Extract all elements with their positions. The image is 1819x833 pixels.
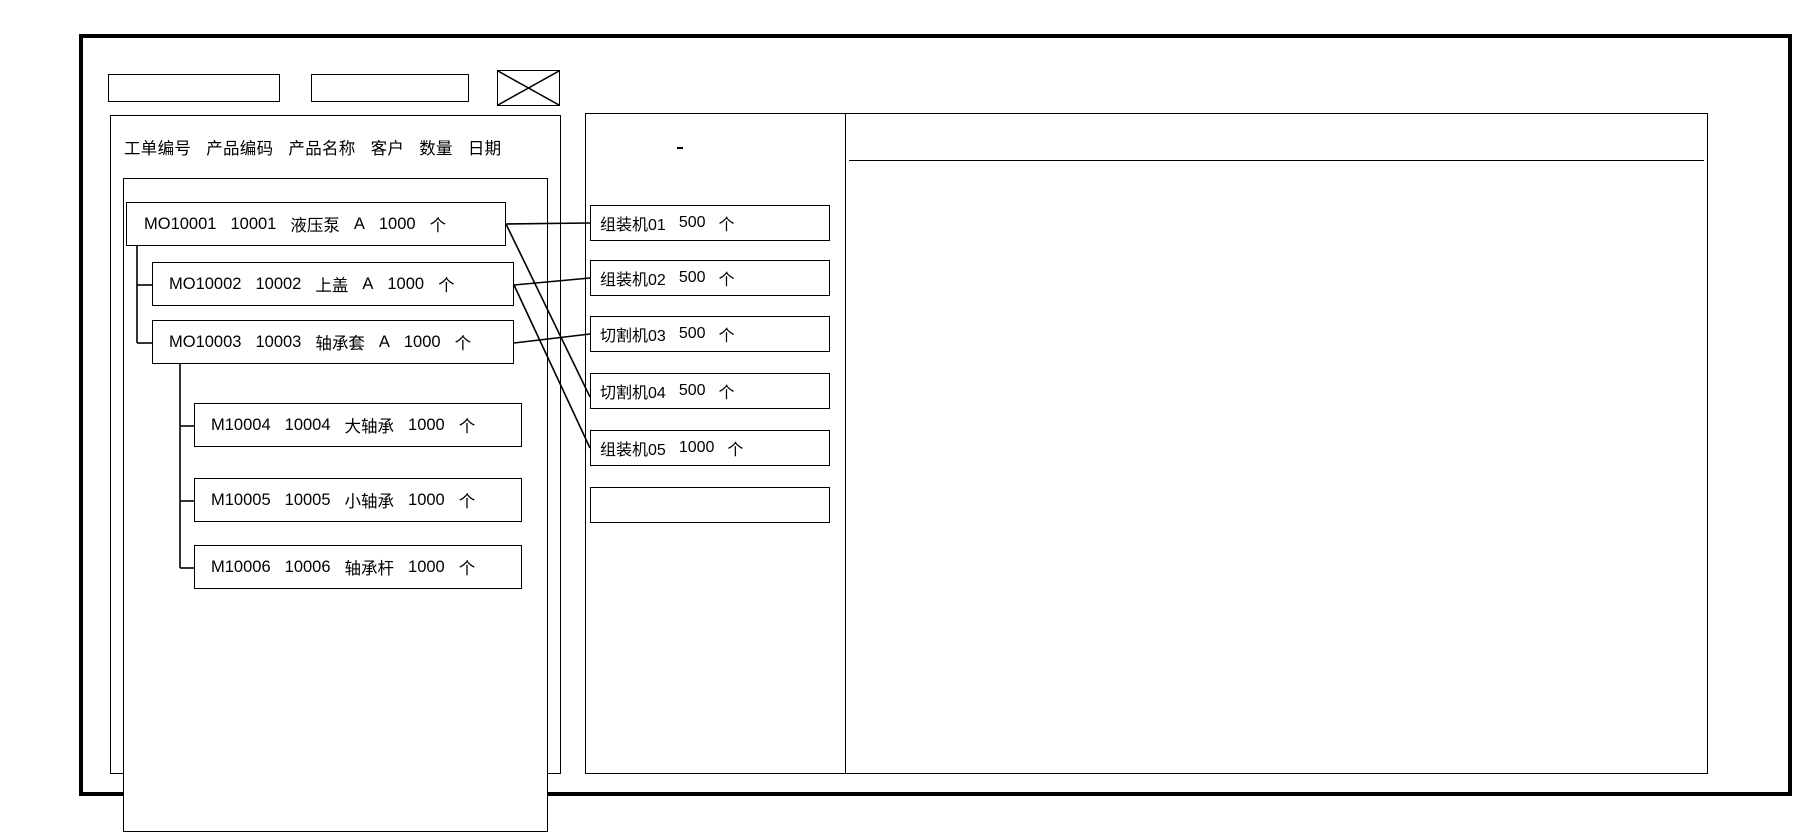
node-unit: 个 — [458, 418, 476, 436]
column-header-product-name: 产品名称 — [288, 140, 356, 158]
node-qty: 1000 — [408, 557, 445, 576]
node-order-no: M10006 — [211, 557, 271, 576]
node-qty: 1000 — [408, 490, 445, 509]
machine-list-item[interactable]: 切割机04 500 个 — [590, 373, 830, 409]
node-product-name: 轴承杆 — [344, 560, 395, 578]
column-header-qty: 数量 — [419, 140, 453, 158]
machine-list-item-empty[interactable] — [590, 487, 830, 523]
machine-name: 组装机01 — [600, 217, 666, 234]
node-product-code: 10004 — [284, 415, 331, 434]
node-qty: 1000 — [387, 274, 425, 293]
machine-list-item[interactable]: 切割机03 500 个 — [590, 316, 830, 352]
node-qty: 1000 — [408, 415, 445, 434]
work-order-column-headers: 工单编号 产品编码 产品名称 客户 数量 日期 — [111, 130, 560, 164]
machine-unit: 个 — [718, 328, 735, 345]
tree-node-row[interactable]: M10005 10005 小轴承 1000 个 — [194, 478, 522, 522]
machine-list-item[interactable]: 组装机05 1000 个 — [590, 430, 830, 466]
tree-node-row[interactable]: MO10002 10002 上盖 A 1000 个 — [152, 262, 514, 306]
toolbar-field-2[interactable] — [311, 74, 469, 102]
tree-node-row[interactable]: M10004 10004 大轴承 1000 个 — [194, 403, 522, 447]
node-order-no: M10004 — [211, 415, 271, 434]
node-customer: A — [353, 214, 365, 233]
node-qty: 1000 — [378, 214, 416, 233]
machine-qty: 500 — [678, 214, 706, 231]
machine-name: 切割机03 — [600, 328, 666, 345]
node-product-name: 轴承套 — [315, 335, 365, 353]
detail-panel-header — [849, 117, 1704, 161]
machine-name: 切割机04 — [600, 385, 666, 402]
machine-list-item[interactable]: 组装机01 500 个 — [590, 205, 830, 241]
image-placeholder-icon[interactable] — [497, 70, 560, 106]
machine-qty: 500 — [678, 269, 706, 286]
node-order-no: MO10001 — [144, 214, 217, 233]
node-product-name: 液压泵 — [290, 217, 340, 235]
node-customer: A — [362, 274, 374, 293]
column-header-order-no: 工单编号 — [124, 140, 192, 158]
node-product-name: 小轴承 — [344, 493, 395, 511]
node-product-name: 上盖 — [315, 277, 349, 295]
machine-unit: 个 — [718, 217, 735, 234]
machine-list-item[interactable]: 组装机02 500 个 — [590, 260, 830, 296]
node-unit: 个 — [458, 560, 476, 578]
image-placeholder-cross — [498, 71, 559, 105]
toolbar-field-1[interactable] — [108, 74, 280, 102]
node-unit: 个 — [438, 277, 455, 295]
tree-node-row[interactable]: MO10003 10003 轴承套 A 1000 个 — [152, 320, 514, 364]
node-product-code: 10002 — [255, 274, 302, 293]
node-customer: A — [378, 332, 390, 351]
machine-qty: 500 — [678, 382, 706, 399]
node-order-no: MO10002 — [169, 274, 242, 293]
node-product-name: 大轴承 — [344, 418, 395, 436]
node-product-code: 10001 — [230, 214, 277, 233]
machine-qty: 500 — [678, 325, 706, 342]
machine-unit: 个 — [727, 442, 744, 459]
node-product-code: 10003 — [255, 332, 302, 351]
node-order-no: MO10003 — [169, 332, 242, 351]
node-product-code: 10006 — [284, 557, 331, 576]
machine-panel-marker — [677, 147, 683, 149]
node-unit: 个 — [454, 335, 472, 353]
machine-unit: 个 — [718, 272, 735, 289]
column-header-date: 日期 — [467, 140, 502, 158]
machine-name: 组装机05 — [600, 442, 666, 459]
column-header-product-code: 产品编码 — [206, 140, 274, 158]
node-unit: 个 — [429, 217, 447, 235]
node-order-no: M10005 — [211, 490, 271, 509]
column-header-customer: 客户 — [370, 140, 405, 158]
machine-name: 组装机02 — [600, 272, 666, 289]
machine-unit: 个 — [718, 385, 735, 402]
node-unit: 个 — [458, 493, 476, 511]
node-product-code: 10005 — [284, 490, 331, 509]
tree-node-row[interactable]: M10006 10006 轴承杆 1000 个 — [194, 545, 522, 589]
node-qty: 1000 — [403, 332, 441, 351]
detail-panel — [845, 113, 1708, 774]
tree-node-row[interactable]: MO10001 10001 液压泵 A 1000 个 — [126, 202, 506, 246]
machine-qty: 1000 — [678, 439, 715, 456]
